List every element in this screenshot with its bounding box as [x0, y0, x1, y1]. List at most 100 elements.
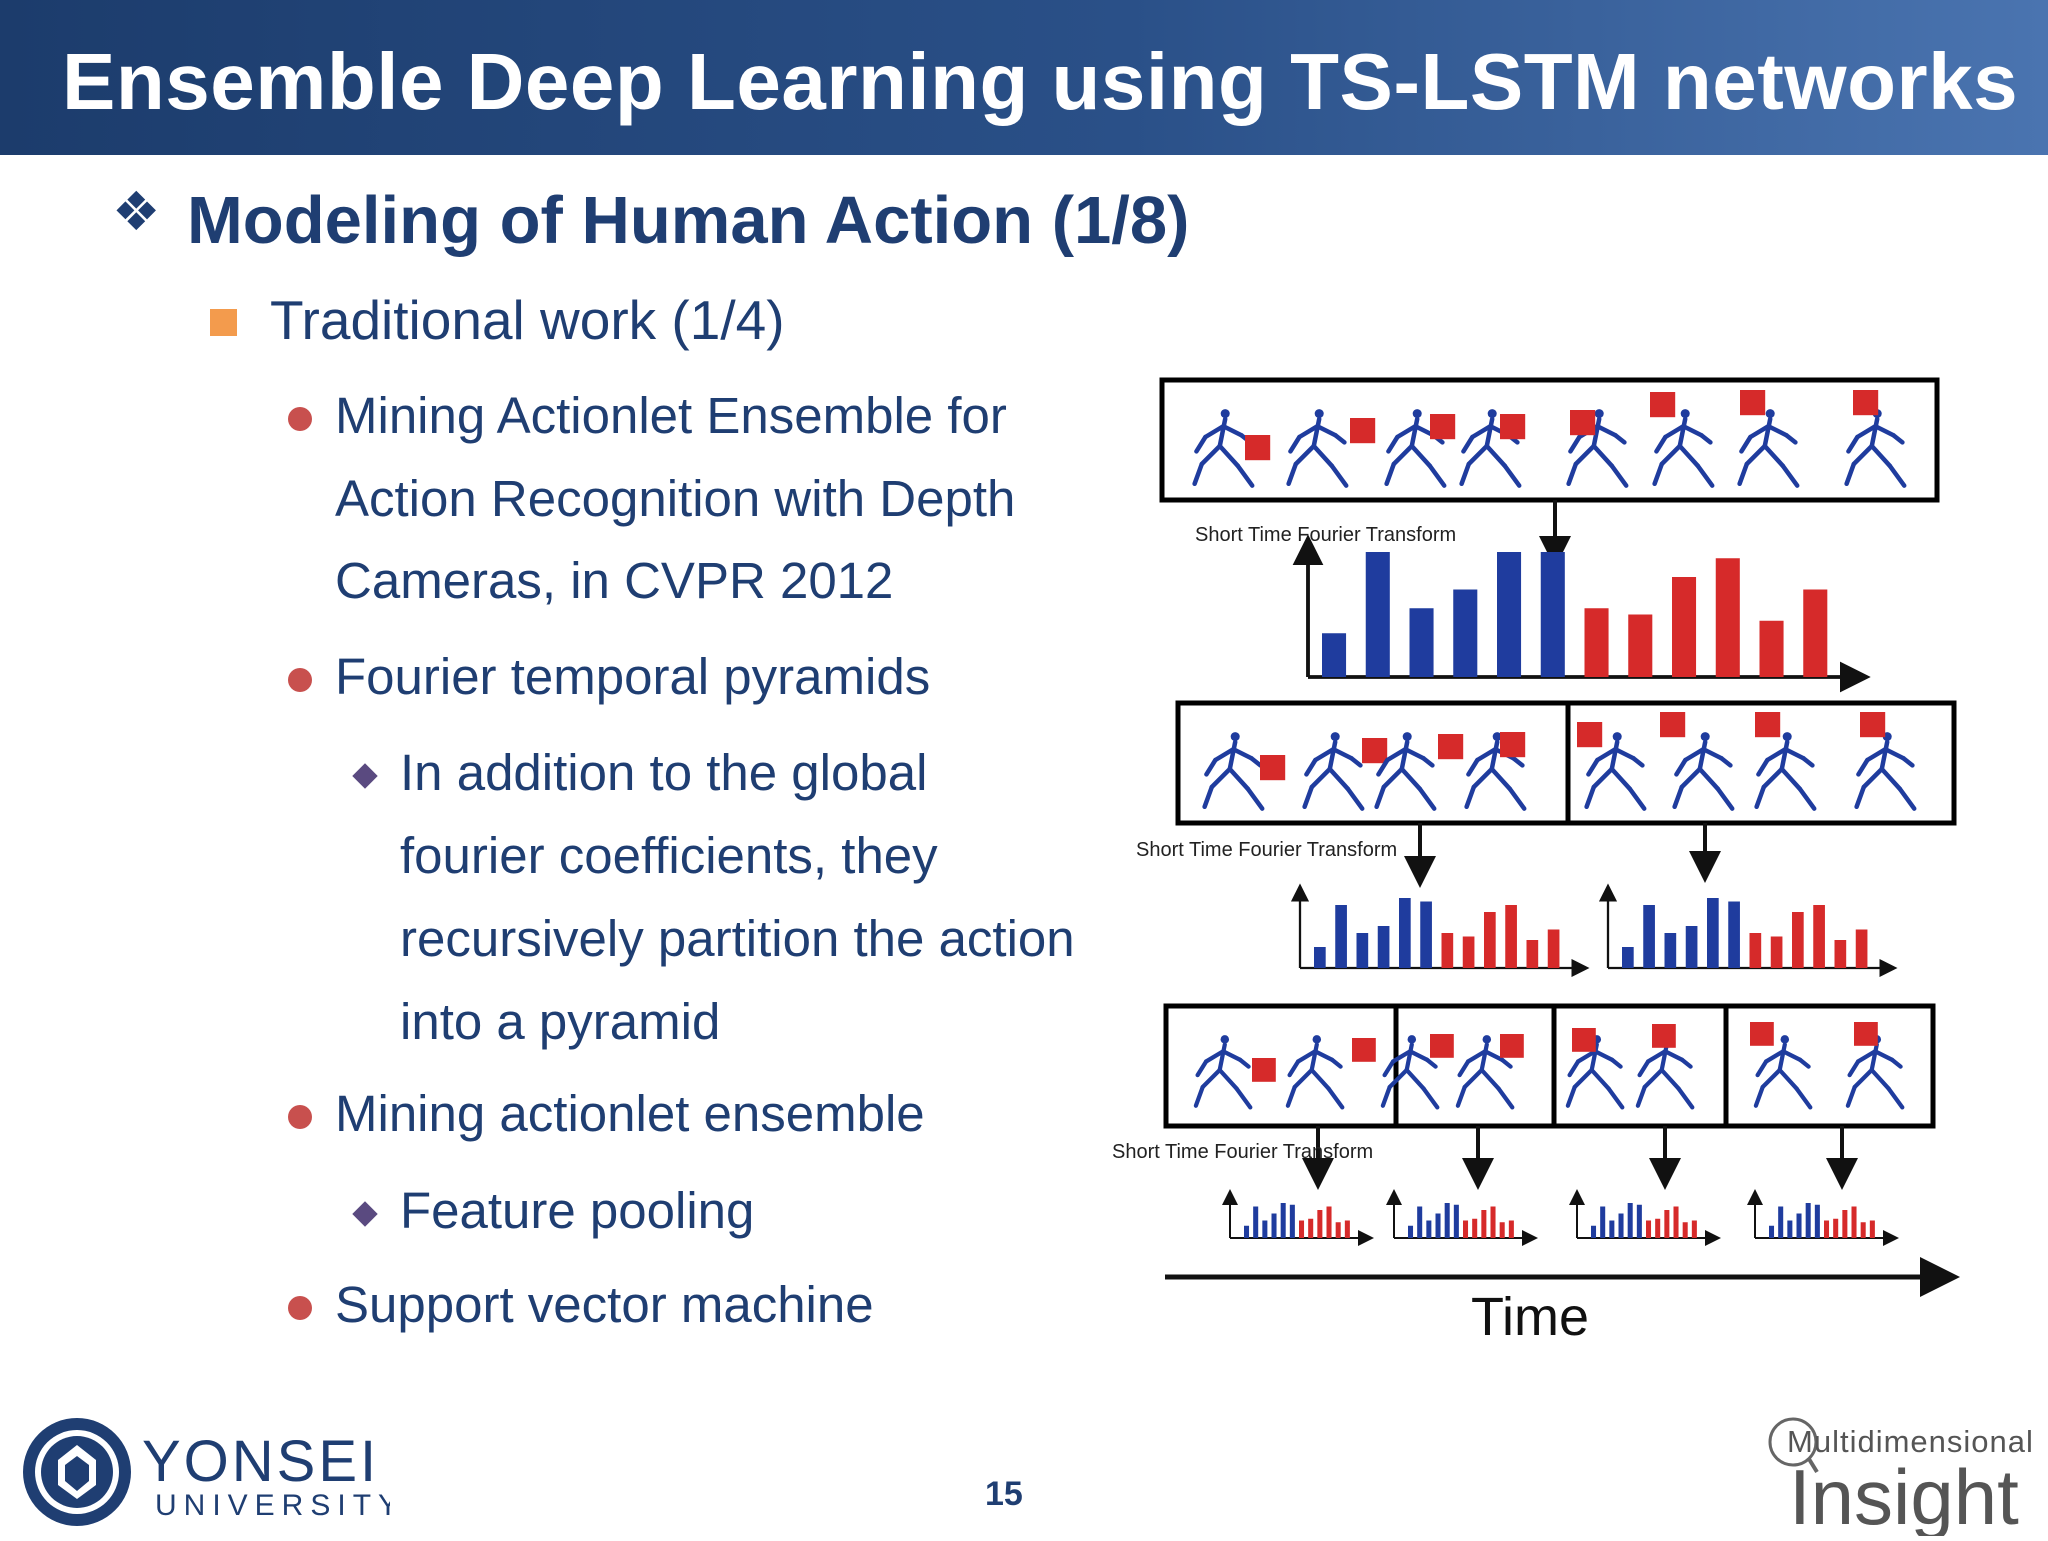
skeleton-limb	[1662, 1049, 1685, 1062]
skeleton-limb	[1872, 1049, 1895, 1062]
skeleton-limb	[1699, 432, 1713, 445]
skeleton-limb	[1484, 443, 1508, 469]
skeleton-limb	[1311, 416, 1322, 449]
spectrum-level-3-2	[1386, 1189, 1538, 1246]
skeleton-figure	[1192, 409, 1271, 488]
skeleton-limb	[1855, 423, 1878, 440]
subsection-title: Traditional work (1/4)	[270, 289, 785, 351]
spectrum-bar	[1472, 1218, 1478, 1238]
skeleton-figure	[1754, 712, 1817, 811]
skeleton-limb	[1489, 739, 1500, 772]
object-box	[1500, 732, 1526, 758]
skeleton-head	[1407, 1035, 1417, 1044]
skeleton-limb	[1235, 463, 1255, 488]
bullet-1-line-1: Mining Actionlet Ensemble for	[335, 387, 1007, 444]
spectrum-level-1	[1292, 534, 1871, 693]
skeleton-limb	[1779, 766, 1803, 792]
skeleton-head	[1680, 409, 1690, 419]
spectrum-bar	[1420, 901, 1432, 968]
skeleton-figure	[1202, 732, 1286, 811]
spectrum-bar	[1408, 1225, 1414, 1238]
skeleton-limb	[1748, 423, 1771, 440]
skeleton-limb	[1234, 1086, 1253, 1110]
yonsei-wordmark: YONSEI	[142, 1429, 379, 1494]
skeleton-limb	[1297, 423, 1320, 440]
skeleton-head	[1594, 409, 1604, 419]
spectrum-bar	[1787, 1220, 1793, 1238]
spectrum-bar	[1322, 633, 1347, 677]
skeleton-figure	[1737, 390, 1800, 488]
skeleton-limb	[1659, 1042, 1669, 1073]
level-2-frame-right	[1565, 700, 1957, 826]
skeleton-limb	[1511, 755, 1525, 768]
spectrum-bar	[1289, 1204, 1295, 1238]
skeleton-limb	[1287, 1059, 1301, 1078]
skeleton-head	[1700, 732, 1710, 742]
skeleton-limb	[1333, 432, 1347, 445]
stft-label-3: Short Time Fourier Transform	[1112, 1141, 1373, 1163]
spectrum-bar	[1356, 933, 1369, 968]
skeleton-limb	[1567, 1059, 1581, 1078]
diamond-bullet-icon	[352, 1201, 378, 1227]
skeleton-limb	[1677, 443, 1701, 469]
spectrum-bar	[1851, 1206, 1857, 1238]
skeleton-head	[1402, 732, 1412, 742]
section-title: Modeling of Human Action (1/8)	[187, 183, 1190, 258]
skeleton-limb	[1387, 1067, 1409, 1090]
skeleton-limb	[1221, 423, 1244, 438]
skeleton-head	[1312, 1035, 1322, 1044]
skeleton-limb	[1697, 739, 1708, 772]
spectrum-bar	[1453, 589, 1478, 677]
skeleton-limb	[1409, 443, 1433, 469]
skeleton-limb	[1681, 423, 1704, 438]
object-box	[1660, 712, 1686, 738]
sub-bullet-line-2: fourier coefficients, they	[400, 827, 938, 884]
skeleton-figure	[1193, 1035, 1276, 1110]
skeleton-limb	[1286, 461, 1299, 487]
skeleton-limb	[1427, 463, 1447, 488]
skeleton-limb	[1635, 1084, 1647, 1108]
skeleton-limb	[1609, 766, 1633, 792]
skeleton-limb	[1901, 755, 1915, 768]
spectrum-bar	[1682, 1222, 1688, 1238]
skeleton-limb	[1421, 1086, 1440, 1110]
object-box	[1252, 1058, 1276, 1082]
skeleton-limb	[1237, 1057, 1251, 1069]
spectrum-bar	[1326, 1206, 1332, 1238]
object-box	[1650, 392, 1676, 418]
object-box	[1352, 1038, 1376, 1062]
spectrum-bar	[1673, 1206, 1679, 1238]
spectrum-bar	[1505, 905, 1517, 968]
square-bullet-icon	[210, 309, 237, 336]
skeleton-limb	[1489, 766, 1513, 792]
skeleton-limb	[1883, 746, 1906, 761]
spectrum-bar	[1691, 1220, 1697, 1238]
skeleton-limb	[1313, 746, 1336, 763]
object-box	[1577, 722, 1603, 748]
level-3-frame-2	[1393, 1003, 1557, 1129]
spectrum-bar	[1643, 905, 1655, 968]
skeleton-limb	[1329, 463, 1349, 488]
skeleton-limb	[1854, 784, 1867, 810]
skeleton-limb	[1777, 1042, 1787, 1073]
skeleton-limb	[1591, 766, 1615, 790]
skeleton-limb	[1794, 1086, 1813, 1110]
spectrum-bar	[1481, 1210, 1487, 1238]
skeleton-head	[1487, 409, 1497, 419]
skeleton-limb	[1304, 757, 1318, 777]
skeleton-limb	[1589, 1067, 1611, 1091]
skeleton-limb	[1199, 443, 1223, 467]
skeleton-limb	[1897, 786, 1917, 811]
skeleton-limb	[1568, 434, 1582, 454]
object-box	[1430, 414, 1456, 440]
bullet-2-label: Fourier temporal pyramids	[335, 648, 931, 705]
skeleton-limb	[1390, 1049, 1413, 1064]
skeleton-limb	[1484, 416, 1495, 449]
skeleton-limb	[1719, 755, 1733, 768]
skeleton-figure	[1380, 1034, 1454, 1110]
skeleton-head	[1482, 1035, 1492, 1044]
spectrum-bar	[1499, 1222, 1505, 1238]
skeleton-limb	[1679, 1057, 1693, 1069]
skeleton-limb	[1202, 784, 1215, 810]
skeleton-limb	[1659, 443, 1683, 467]
